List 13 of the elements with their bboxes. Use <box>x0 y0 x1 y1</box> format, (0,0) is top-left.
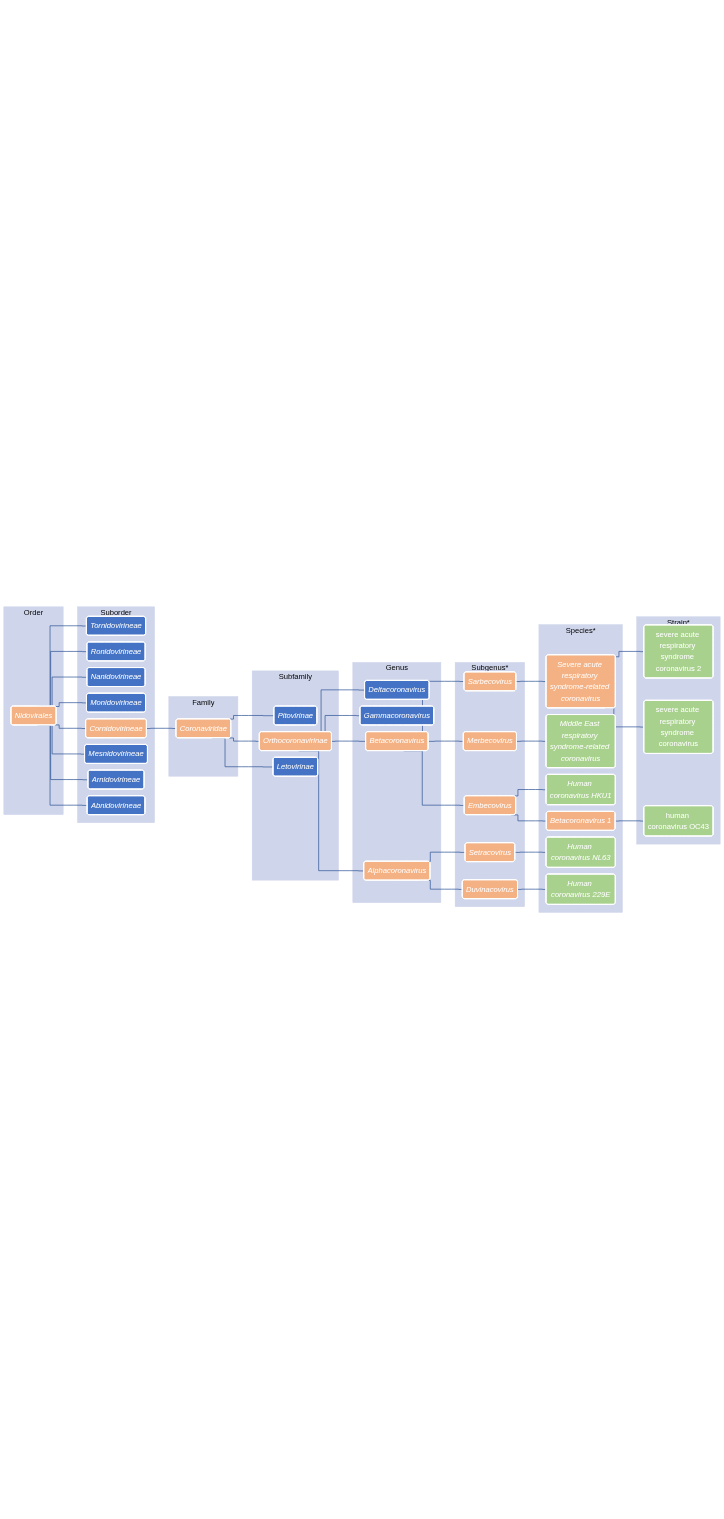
connector <box>427 740 464 742</box>
connector <box>516 740 547 742</box>
connector <box>331 740 367 742</box>
connector <box>54 724 87 729</box>
connector <box>515 680 547 682</box>
connector <box>514 851 547 853</box>
connector <box>614 820 645 822</box>
connector <box>228 737 260 742</box>
connector <box>54 702 88 707</box>
connector <box>146 727 177 729</box>
connector <box>517 888 547 890</box>
connector <box>615 650 645 657</box>
connector <box>228 715 275 720</box>
